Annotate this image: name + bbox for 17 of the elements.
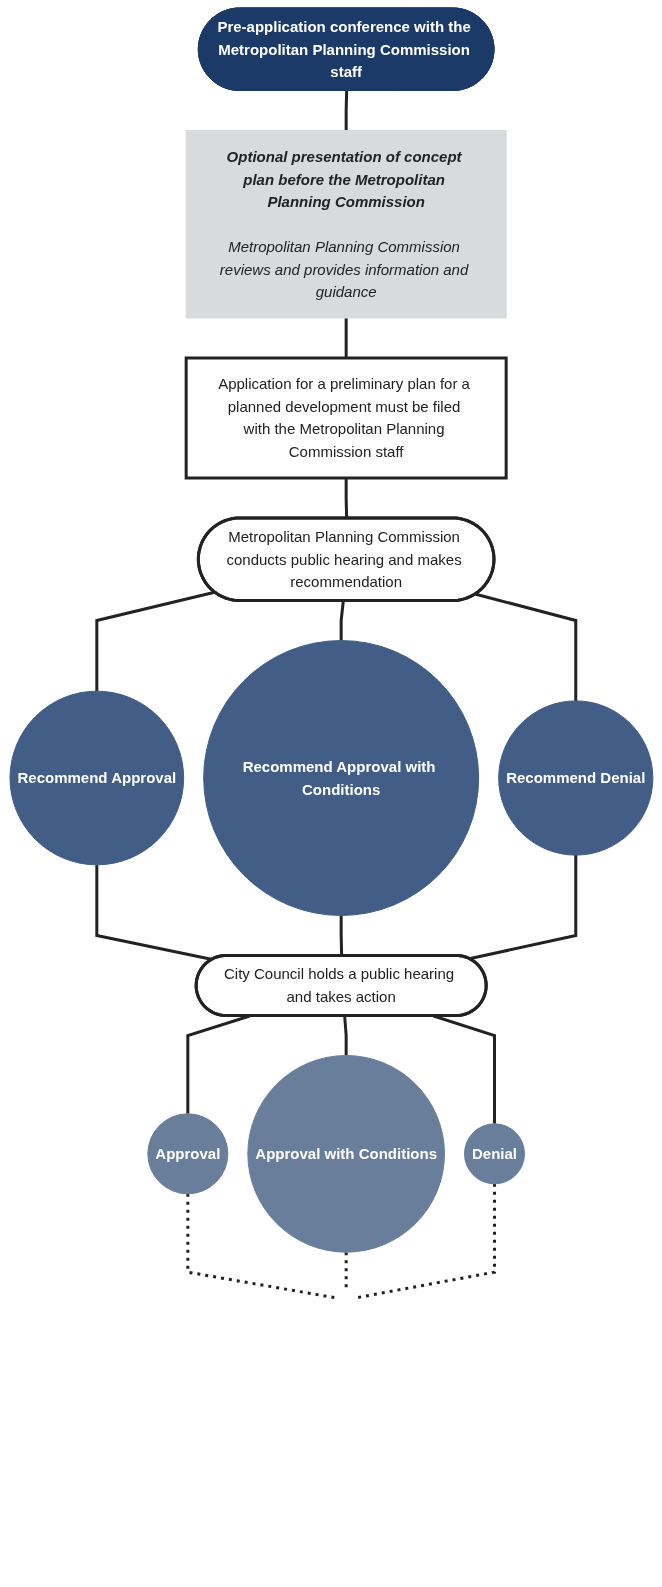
node-circle: Denial [463, 1123, 525, 1185]
connector [344, 318, 348, 358]
connector [94, 864, 213, 962]
connector [344, 90, 348, 131]
node-circle: Approval [146, 1113, 228, 1195]
connector [94, 590, 215, 692]
node-circle: Recommend Denial [497, 700, 653, 856]
node-box: Application for a preliminary plan for a planned development must be filed with the Metropolitan Planning Commission staff [184, 356, 508, 480]
node-circle: Recommend Approval [9, 690, 184, 866]
connector [468, 855, 577, 961]
connector [344, 478, 348, 519]
node-circle: Approval with Conditions [246, 1055, 445, 1253]
connector [475, 592, 577, 701]
connector [342, 1015, 348, 1056]
node-circle: Recommend Approval with Conditions [202, 640, 479, 916]
connector [339, 600, 345, 641]
node-box: Optional presentation of concept plan before the Metropolitan Planning Commission Metropolitan Planning Commission reviews and provides information and guidance [185, 130, 507, 319]
